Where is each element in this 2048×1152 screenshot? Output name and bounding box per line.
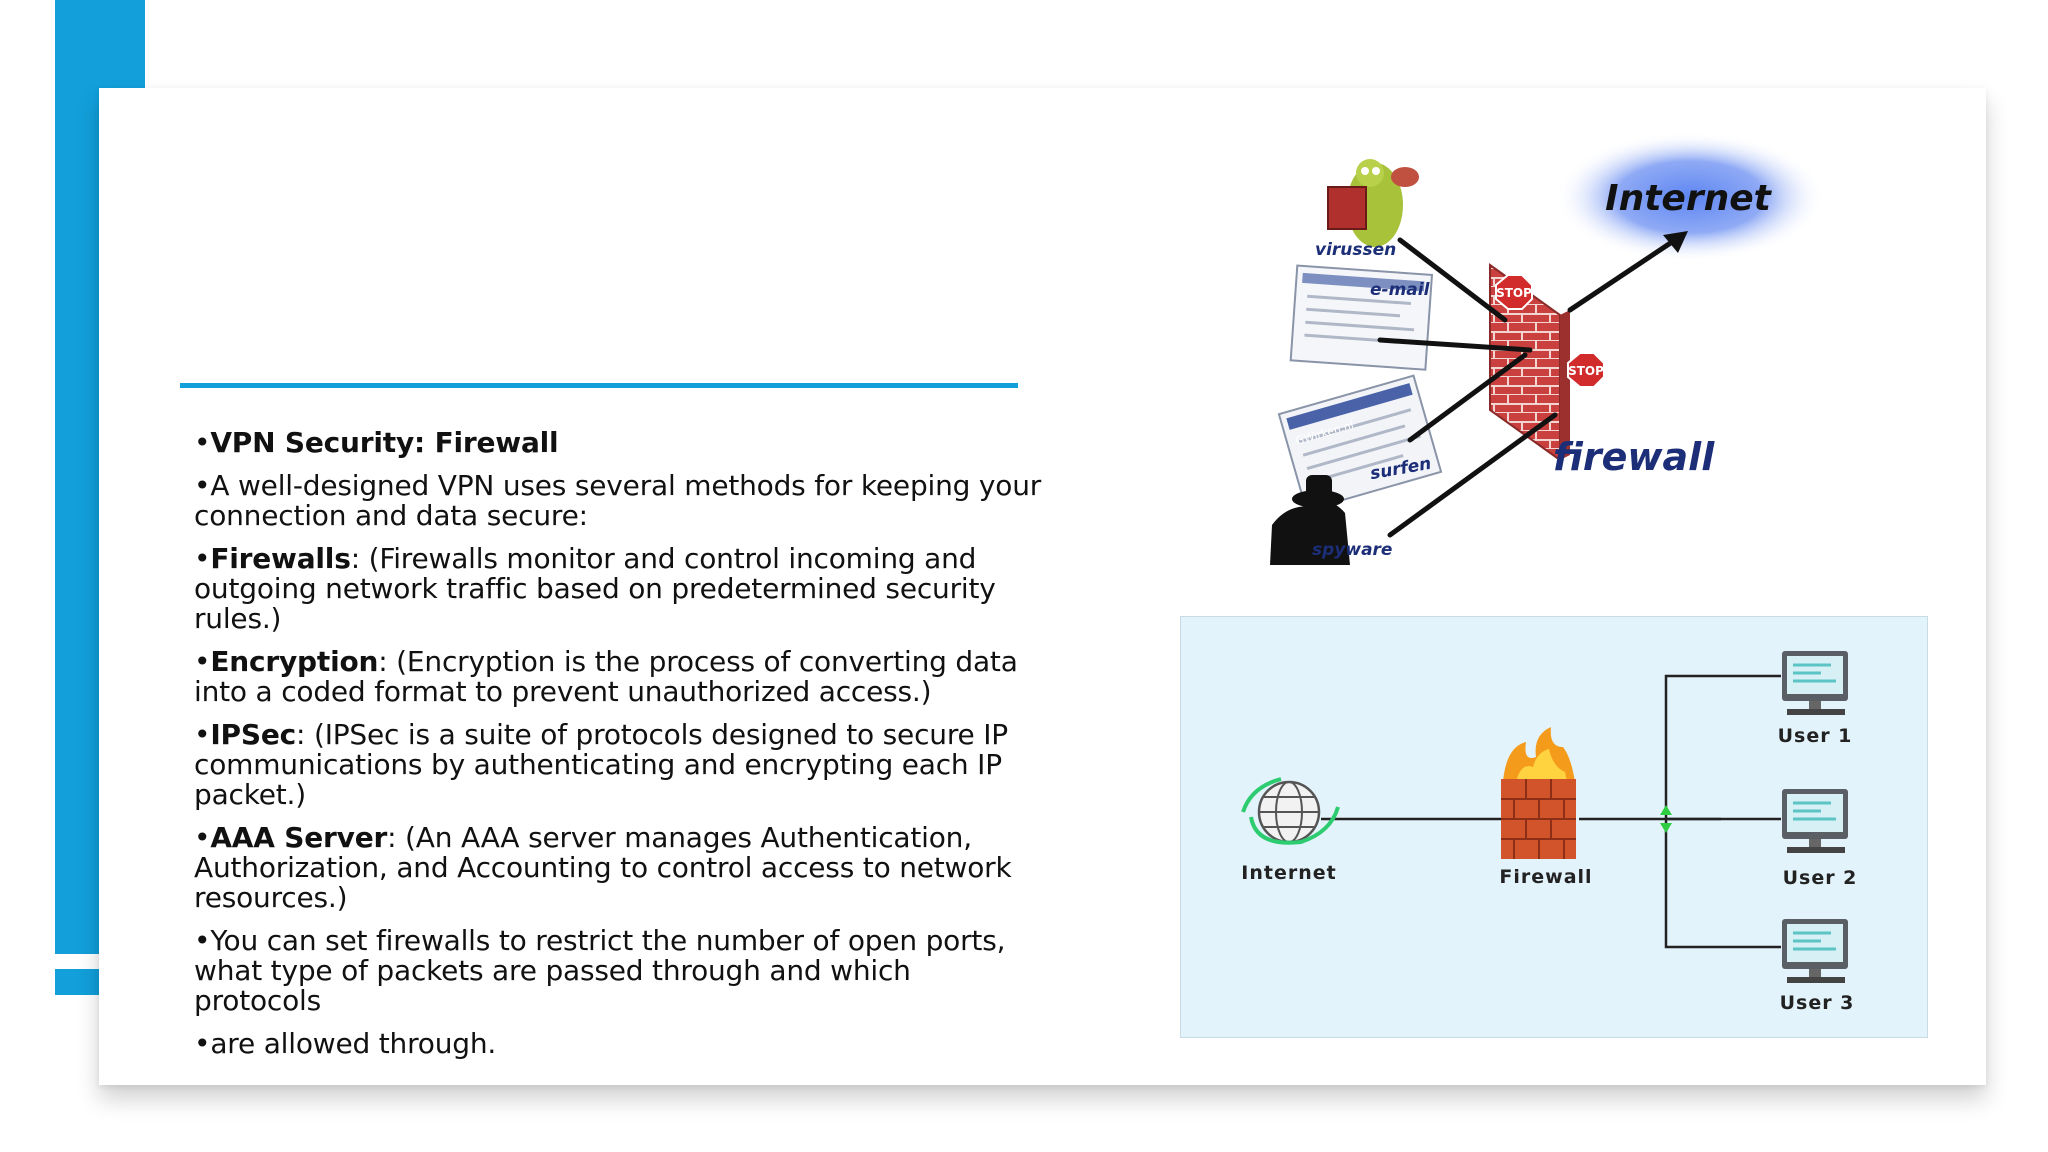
bullet-item: •A well-designed VPN uses several method…	[194, 471, 1044, 531]
accent-bar-top	[55, 0, 145, 88]
bullet-mark: •	[194, 821, 211, 854]
bullet-mark: •	[194, 426, 211, 459]
virus-creature-icon	[1327, 159, 1419, 247]
firewall-icon	[1501, 727, 1576, 859]
bullet-strong: VPN Security: Firewall	[210, 426, 559, 459]
globe-icon	[1241, 777, 1340, 845]
stop-sign-icon: STOP	[1495, 274, 1533, 310]
bullet-strong: IPSec	[210, 718, 297, 751]
bullet-item: •AAA Server: (An AAA server manages Auth…	[194, 823, 1044, 913]
threat-arrows	[1377, 237, 1678, 538]
bullet-text: You can set firewalls to restrict the nu…	[194, 924, 1006, 1017]
bullet-mark: •	[194, 469, 211, 502]
bullet-item: •VPN Security: Firewall	[194, 428, 1044, 458]
bullet-mark: •	[194, 542, 211, 575]
bullet-item: •are allowed through.	[194, 1029, 1044, 1059]
stop-sign-text: STOP	[1568, 364, 1604, 378]
bullet-item: •IPSec: (IPSec is a suite of protocols d…	[194, 720, 1044, 810]
email-screenshot-icon	[1289, 264, 1434, 371]
internet-cloud	[1555, 132, 1825, 262]
firewall-illustration: Internet virussen e-mail GWirken.nl surf…	[1270, 125, 1830, 570]
internet-node-label: Internet	[1241, 862, 1336, 884]
bullet-item: •Firewalls: (Firewalls monitor and contr…	[194, 544, 1044, 634]
threat-label-virussen: virussen	[1315, 240, 1396, 260]
bullet-strong: AAA Server	[210, 821, 388, 854]
firewall-node-label: Firewall	[1499, 866, 1592, 888]
computer-icon	[1782, 919, 1848, 983]
accent-bar-small	[55, 969, 99, 995]
title-rule	[180, 383, 1018, 388]
bullet-item: •You can set firewalls to restrict the n…	[194, 926, 1044, 1016]
user-label: User 3	[1780, 992, 1855, 1014]
bullet-mark: •	[194, 718, 211, 751]
bullet-mark: •	[194, 924, 211, 957]
user-label: User 1	[1778, 725, 1853, 747]
bullet-text: : (Encryption is the process of converti…	[194, 645, 1018, 708]
accent-bar-side	[55, 88, 99, 954]
threat-label-email: e-mail	[1370, 280, 1431, 300]
user-label: User 2	[1783, 867, 1858, 889]
stop-sign-text: STOP	[1496, 286, 1532, 300]
bullet-mark: •	[194, 645, 211, 678]
bullet-mark: •	[194, 1027, 211, 1060]
bullet-text: A well-designed VPN uses several methods…	[194, 469, 1042, 532]
computer-icon	[1782, 789, 1848, 853]
stop-sign-icon: STOP	[1567, 352, 1605, 388]
network-diagram: Internet Firewall User 1 User 2 User 3	[1180, 616, 1928, 1038]
computer-icon	[1782, 651, 1848, 715]
internet-label: Internet	[1605, 178, 1772, 219]
link-indicator-icon	[1660, 805, 1672, 833]
brick-wall	[1489, 263, 1570, 462]
bullet-text: : (IPSec is a suite of protocols designe…	[194, 718, 1008, 811]
bullet-text: : (An AAA server manages Authentication,…	[194, 821, 1012, 914]
firewall-label: firewall	[1553, 435, 1715, 479]
spyware-figure-icon	[1270, 475, 1350, 565]
arrow-head-icon	[1663, 231, 1688, 253]
bullet-strong: Encryption	[210, 645, 379, 678]
bullet-text: : (Firewalls monitor and control incomin…	[194, 542, 996, 635]
bullet-strong: Firewalls	[210, 542, 351, 575]
bullet-text: are allowed through.	[210, 1027, 497, 1060]
bullet-item: •Encryption: (Encryption is the process …	[194, 647, 1044, 707]
bullet-list: •VPN Security: Firewall •A well-designed…	[194, 428, 1044, 1072]
threat-label-spyware: spyware	[1312, 540, 1392, 560]
